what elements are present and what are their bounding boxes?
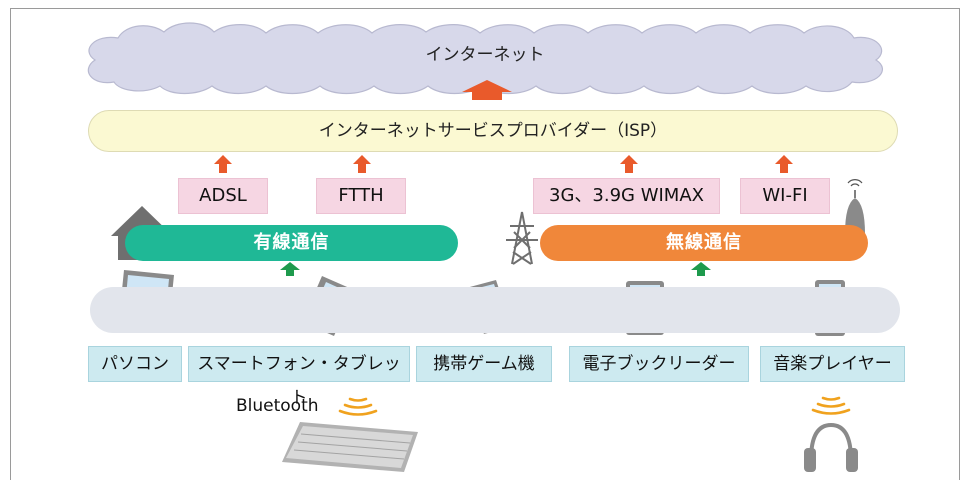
internet-cloud: [87, 22, 883, 95]
bluetooth-signal-icon: [338, 397, 378, 416]
arrow-to-wireless: [691, 262, 711, 276]
route-adsl: ADSL: [178, 178, 268, 214]
device-label-music-player: 音楽プレイヤー: [760, 346, 905, 382]
route-wifi: WI-FI: [740, 178, 830, 214]
internet-label: インターネット: [425, 45, 545, 65]
device-label-handheld-game: 携帯ゲーム機: [416, 346, 552, 382]
wireless-communication-bar: 無線通信: [540, 225, 868, 261]
diagram-frame: [10, 8, 960, 480]
tower-icon: [506, 211, 538, 265]
arrow-wifi: [775, 155, 793, 173]
isp-bar: インターネットサービスプロバイダー（ISP）: [88, 110, 898, 152]
arrow-adsl: [214, 155, 232, 173]
arrow-to-wired: [280, 262, 300, 276]
device-label-ebook-reader: 電子ブックリーダー: [569, 346, 749, 382]
headphones-icon: [804, 422, 858, 472]
device-label-pc: パソコン: [88, 346, 182, 382]
route-3g-wimax: 3G、3.9G WIMAX: [533, 178, 720, 214]
arrow-3g: [620, 155, 638, 173]
device-label-smartphone-tablet: スマートフォン・タブレット: [188, 346, 410, 408]
bluetooth-label: Bluetooth: [236, 396, 319, 416]
wired-communication-bar: 有線通信: [125, 225, 458, 261]
isp-to-internet-arrow: [462, 80, 512, 100]
keyboard-icon: [282, 422, 418, 472]
route-arrows: [214, 155, 793, 173]
headphone-signal-icon: [811, 396, 851, 415]
device-arrows: [280, 262, 711, 276]
route-ftth: FTTH: [316, 178, 406, 214]
device-band: [90, 287, 900, 333]
arrow-ftth: [353, 155, 371, 173]
